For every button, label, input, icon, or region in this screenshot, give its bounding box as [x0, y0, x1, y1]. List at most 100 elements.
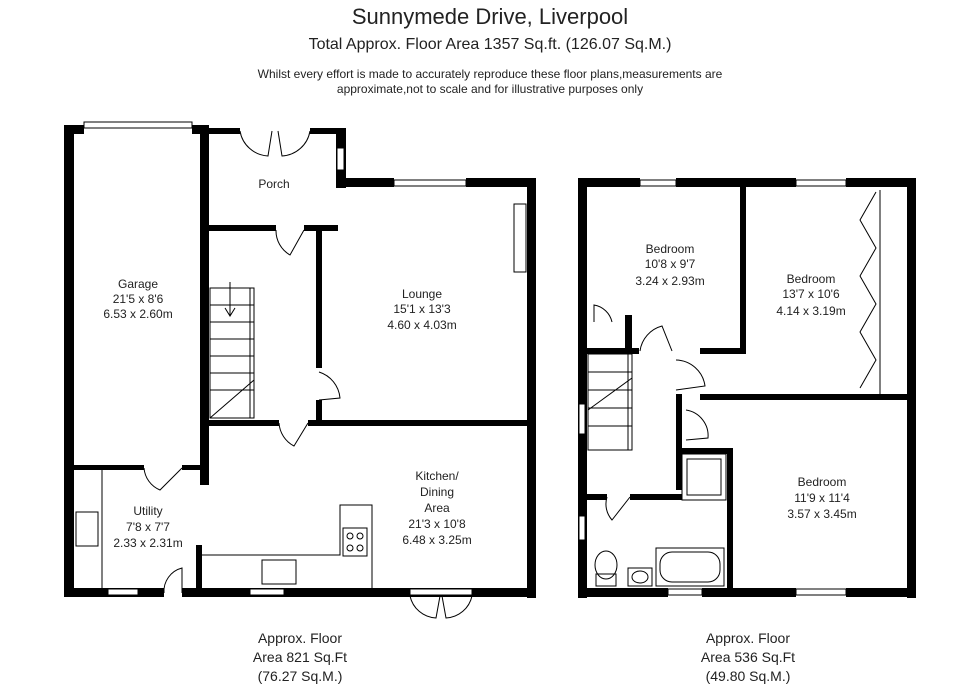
bath-window-south: [667, 588, 703, 596]
utility-metric: 2.33 x 2.31m: [113, 536, 182, 550]
bed1-bed2-wall: [740, 183, 746, 353]
lounge-metric: 4.60 x 4.03m: [387, 318, 456, 332]
east-outer-wall: [527, 178, 536, 598]
lounge-south-wall: [308, 420, 536, 426]
utility-kitchen-wall: [196, 545, 202, 589]
porch-name: Porch: [258, 177, 289, 191]
page-title: Sunnymede Drive, Liverpool: [351, 4, 629, 29]
kitchen-hob: [342, 527, 368, 557]
bedroom3-imperial: 11'9 x 11'4: [794, 491, 850, 505]
lounge-west-wall: [316, 228, 322, 368]
landing-window: [578, 403, 586, 435]
garage-west-wall: [64, 125, 74, 595]
garage-south-wall-right: [182, 465, 209, 470]
lounge-north-wall-right: [466, 178, 536, 187]
garage-east-wall: [200, 125, 209, 485]
garage-north-wall-left: [64, 125, 84, 134]
utility-name: Utility: [133, 504, 162, 518]
bed1-south-wall: [700, 348, 746, 354]
kitchen-sink: [261, 559, 297, 585]
bathroom-window: [578, 515, 586, 541]
bathroom-door: [605, 496, 631, 521]
bedroom2-door: [675, 359, 706, 391]
utility-garage-door: [143, 467, 183, 491]
lounge-name: Lounge: [402, 287, 442, 301]
landing-east-wall: [676, 394, 682, 490]
shower-north-wall: [676, 448, 732, 454]
bedroom2-wardrobe: [859, 191, 877, 389]
porch-south-wall-left: [208, 225, 276, 231]
garage-metric: 6.53 x 2.60m: [103, 307, 172, 321]
first-floor-stairs: [587, 353, 633, 451]
ff-west-wall: [578, 178, 587, 598]
bedroom1-imperial: 10'8 x 9'7: [645, 257, 696, 271]
bathroom-east-wall: [727, 448, 733, 593]
bedroom2-window: [795, 179, 847, 187]
landing-north-wall: [587, 348, 639, 354]
ground-area-line2: Area 821 Sq.Ft: [253, 649, 347, 665]
bedroom2-name: Bedroom: [787, 272, 836, 286]
porch-door-right: [277, 130, 311, 157]
kitchen-metric: 6.48 x 3.25m: [402, 533, 471, 547]
kitchen-window: [249, 588, 285, 596]
porch-door-left: [239, 130, 273, 157]
patio-door-left: [409, 595, 441, 619]
first-area-line1: Approx. Floor: [706, 630, 790, 646]
bedroom3-metric: 3.57 x 3.45m: [787, 507, 856, 521]
bedroom2-imperial: 13'7 x 10'6: [782, 287, 840, 301]
first-floor-plan: [578, 178, 916, 598]
bedroom1-window: [639, 179, 677, 187]
bedroom3-name: Bedroom: [798, 475, 847, 489]
utility-imperial: 7'8 x 7'7: [126, 520, 170, 534]
utility-back-door: [163, 567, 183, 594]
utility-sink: [75, 511, 99, 547]
total-floor-area: Total Approx. Floor Area 1357 Sq.ft. (12…: [308, 36, 672, 53]
bedroom2-metric: 4.14 x 3.19m: [776, 304, 845, 318]
ff-south-wall-2: [702, 588, 796, 597]
first-area-line3: (49.80 Sq.M.): [706, 668, 791, 684]
kitchen-imperial: 21'3 x 10'8: [408, 517, 466, 531]
lounge-fireplace: [513, 203, 527, 273]
ff-north-wall-2: [676, 178, 796, 187]
hall-door: [278, 422, 309, 447]
bedroom3-door: [685, 409, 709, 441]
bedroom1-door: [639, 325, 673, 352]
kitchen-south-wall: [182, 588, 536, 597]
bath: [655, 547, 725, 587]
kitchen-patio-door: [409, 588, 473, 596]
bedroom1-metric: 3.24 x 2.93m: [635, 274, 704, 288]
bed2-south-wall: [700, 394, 916, 400]
ff-north-wall-3: [846, 178, 916, 187]
ground-area-line3: (76.27 Sq.M.): [258, 668, 343, 684]
garage-south-wall: [64, 465, 144, 470]
cupboard-wall: [625, 315, 632, 353]
lounge-west-wall-lower: [316, 400, 322, 422]
porch-window: [336, 147, 345, 171]
kitchen-name-line2: Dining: [420, 485, 454, 499]
first-area-line2: Area 536 Sq.Ft: [701, 649, 795, 665]
garage-name: Garage: [118, 277, 158, 291]
ff-north-wall-1: [578, 178, 640, 187]
patio-door-right: [441, 595, 473, 619]
disclaimer-line-1: Whilst every effort is made to accuratel…: [257, 67, 723, 81]
bathroom-north-wall-left: [587, 494, 607, 500]
lounge-window: [393, 179, 467, 187]
utility-window: [107, 588, 139, 596]
lounge-door: [318, 371, 341, 401]
ff-south-wall-3: [846, 588, 916, 597]
ff-east-wall: [907, 178, 916, 598]
lounge-north-wall-left: [336, 178, 394, 187]
kitchen-name-line1: Kitchen/: [415, 469, 459, 483]
bedroom3-window: [795, 588, 847, 596]
bedroom1-name: Bedroom: [646, 242, 695, 256]
ff-south-wall-1: [578, 588, 668, 597]
cupboard-door: [593, 304, 613, 323]
porch-north-wall-left: [208, 128, 240, 134]
disclaimer-line-2: approximate,not to scale and for illustr…: [336, 82, 644, 96]
shower-tray: [681, 453, 727, 501]
wash-basin: [627, 567, 653, 587]
kitchen-worktop: [202, 504, 373, 588]
toilet: [594, 550, 618, 580]
porch-north-wall-right: [310, 128, 346, 134]
